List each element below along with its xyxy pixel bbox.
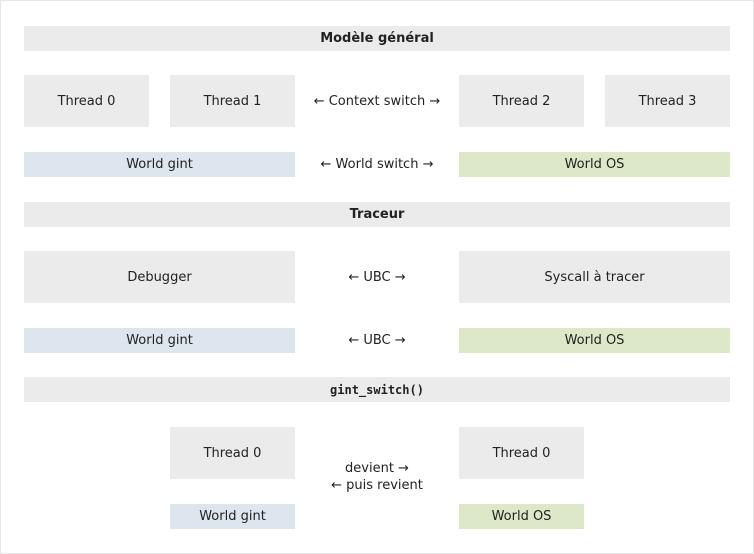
ubc-label: ← UBC → [348,333,406,348]
world-switch-label: ← World switch → [320,157,434,172]
world-gint-box: World gint [170,504,295,529]
thread-0-box: Thread 0 [24,75,149,127]
switch-caption: devient → ← puis revient [295,427,459,527]
world-gint-box: World gint [24,328,295,353]
thread-0-right-box: Thread 0 [459,427,584,479]
thread-1-box: Thread 1 [170,75,295,127]
world-gint-box: World gint [24,152,295,177]
debugger-box: Debugger [24,251,295,303]
context-switch-label: ← Context switch → [313,93,441,109]
syscall-box: Syscall à tracer [459,251,730,303]
thread-0-left-box: Thread 0 [170,427,295,479]
puis-revient-label: ← puis revient [331,478,423,493]
section-title-tracer: Traceur [24,202,730,227]
world-os-box: World OS [459,328,730,353]
ubc-label: ← UBC → [348,269,406,285]
section-title-switch: gint_switch() [24,377,730,402]
world-os-box: World OS [459,504,584,529]
section-title-general: Modèle général [24,26,730,51]
devient-label: devient → [345,461,409,476]
thread-2-box: Thread 2 [459,75,584,127]
world-os-box: World OS [459,152,730,177]
thread-3-box: Thread 3 [605,75,730,127]
